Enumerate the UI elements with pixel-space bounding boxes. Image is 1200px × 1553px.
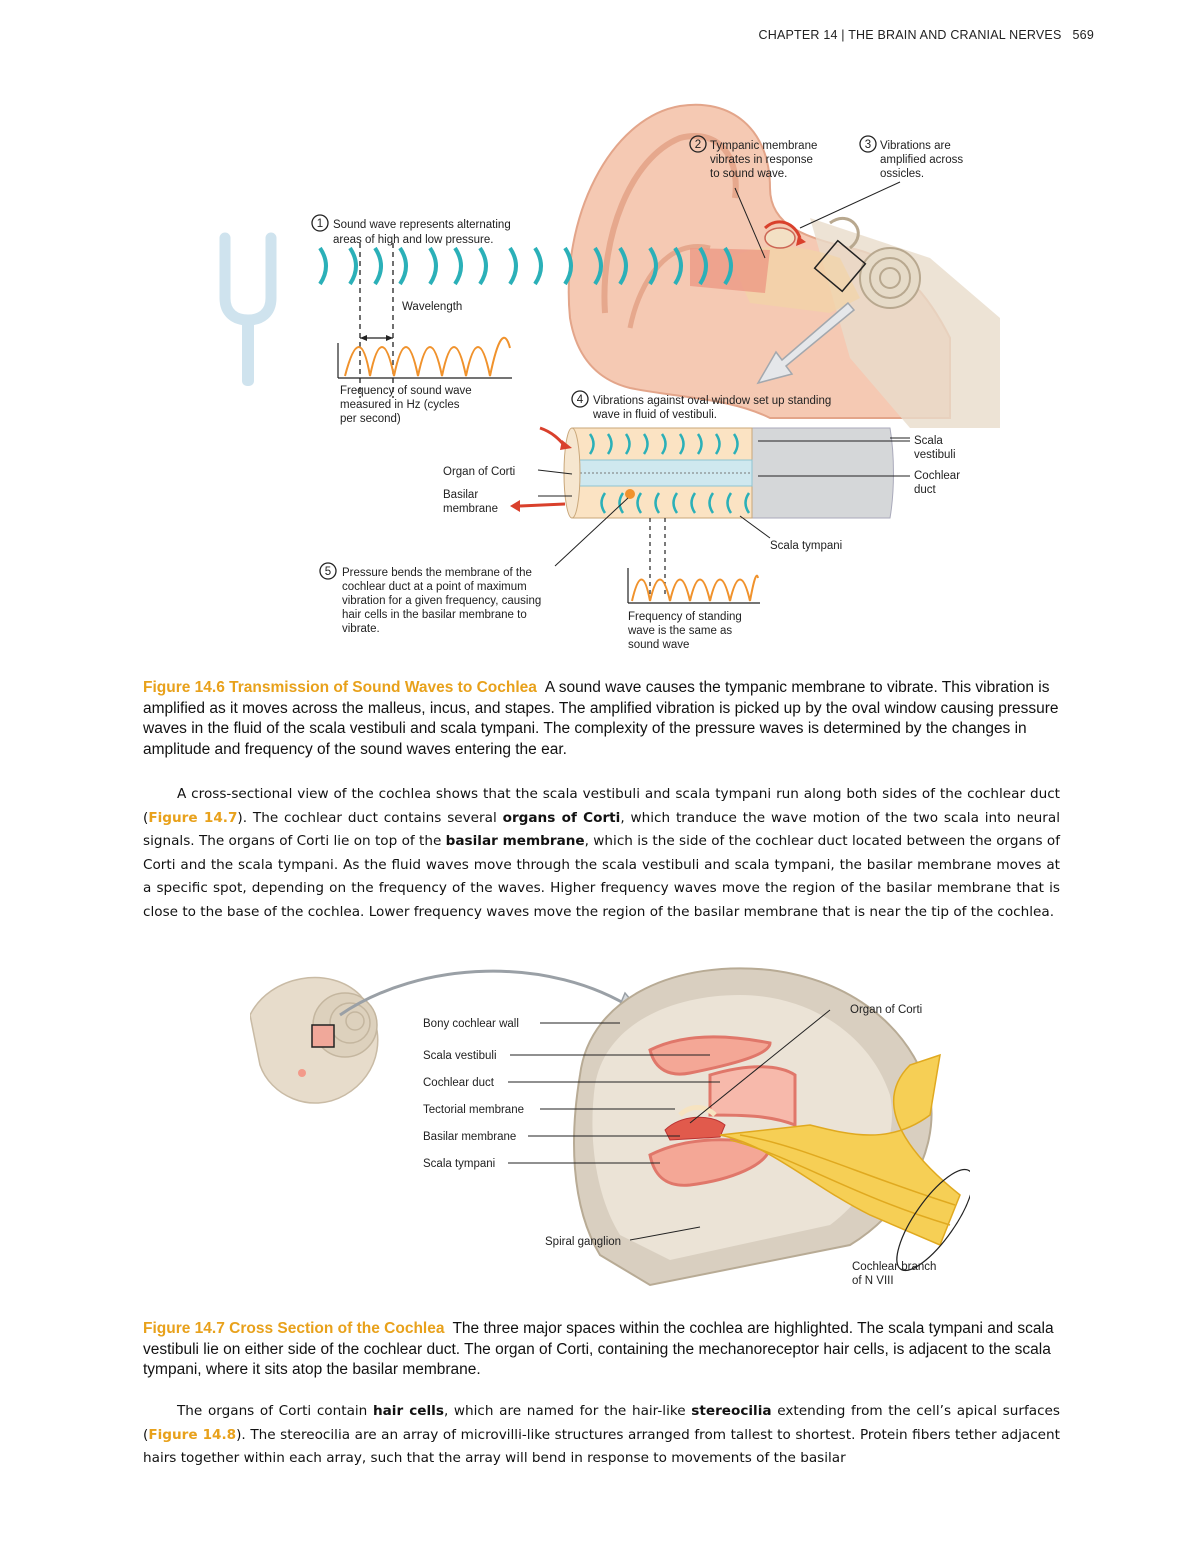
scala-vestibuli-line2: vestibuli [914,449,956,461]
step-4-line1: Vibrations against oval window set up st… [593,395,831,407]
step-5-line3: vibration for a given frequency, causing [342,595,541,607]
para1-text-1: A cross-sectional view of the cochlea sh… [143,786,1060,826]
figure-14-7-caption: Figure 14.7 Cross Section of the Cochlea… [143,1319,1060,1381]
step-1-line2: areas of high and low pressure. [333,234,493,246]
cochlear-duct-line1: Cochlear [914,470,960,482]
step-2-number: 2 [695,139,701,151]
wavelength-label: Wavelength [402,301,462,313]
scala-tympani-label: Scala tympani [770,540,842,552]
standing-wave-line1: Frequency of standing [628,611,742,623]
step-5-line2: cochlear duct at a point of maximum [342,581,527,593]
paragraph-hair-cells: The organs of Corti contain hair cells, … [143,1400,1060,1471]
standing-wave-graph: Frequency of standing wave is the same a… [627,568,760,651]
step-5-line5: vibrate. [342,623,380,635]
step-2-line1: Tympanic membrane [710,140,817,152]
bony-cochlear-wall-label: Bony cochlear wall [423,1018,519,1030]
step-5-marker [319,562,337,580]
figure-14-8-link[interactable]: Figure 14.8 [148,1426,237,1443]
paragraph-cochlea-cross-section: A cross-sectional view of the cochlea sh… [143,783,1060,925]
page-number: 569 [1072,28,1094,42]
standing-wave-line2: wave is the same as [627,625,732,637]
step-5-number: 5 [325,566,331,578]
step-3-number: 3 [865,139,871,151]
step-4-marker [571,390,589,408]
para1-text-3: , which tranduce the wave motion of the … [143,809,1060,850]
uncoiled-cochlea-diagram [510,426,910,598]
figure-14-7-caption-text: The three major spaces within the cochle… [143,1320,1054,1378]
chapter-title: CHAPTER 14 | THE BRAIN AND CRANIAL NERVE… [758,28,1062,42]
basilar-label-line1: Basilar [443,489,478,501]
para2-text-2: , which are named for the hair-like [443,1403,692,1419]
step-2-marker [689,135,707,153]
basilar-label-line2: membrane [443,503,498,515]
step-2-line3: to sound wave. [710,168,787,180]
cochlea-cross-section [573,967,970,1287]
figure-14-7-link[interactable]: Figure 14.7 [148,809,238,826]
term-stereocilia: stereocilia [691,1403,772,1419]
sound-wave-arcs [318,246,733,286]
term-basilar-membrane: basilar membrane [445,833,585,850]
standing-wave-line3: sound wave [628,639,689,651]
figure-14-6-label: Figure 14.6 Transmission of Sound Waves … [143,679,537,696]
term-hair-cells: hair cells [372,1403,444,1419]
step-3-line1: Vibrations are [880,140,951,152]
figure-14-6-caption-text: A sound wave causes the tympanic membran… [143,679,1059,758]
step-3-marker [859,135,877,153]
organ-of-corti-label-2: Organ of Corti [850,1004,922,1016]
figure-14-7-illustration: Bony cochlear wall Scala vestibuli Cochl… [250,967,970,1287]
tuning-fork-illustration [219,232,277,386]
freq-label-line2: measured in Hz (cycles [340,399,460,411]
step-5-line4: hair cells in the basilar membrane to [342,609,527,621]
step-1-number: 1 [317,218,323,230]
step-3-line2: amplified across [880,154,963,166]
basilar-membrane-label: Basilar membrane [423,1131,516,1143]
cochlear-branch-line2: of N VIII [852,1275,894,1287]
figure-14-7-label: Figure 14.7 Cross Section of the Cochlea [143,1320,445,1337]
cochlear-duct-label: Cochlear duct [423,1077,495,1089]
para1-text-4: , which is the side of the cochlear duct… [143,833,1060,920]
para1-text-2: ). The cochlear duct contains several [237,809,503,826]
scala-vestibuli-label: Scala vestibuli [423,1050,497,1062]
step-3-line3: ossicles. [880,168,924,180]
cochlear-branch-line1: Cochlear branch [852,1261,936,1273]
para2-text-3: extending from the cell’s apical surface… [143,1403,1061,1443]
freq-label-line3: per second) [340,413,401,425]
figure-14-6-caption: Figure 14.6 Transmission of Sound Waves … [143,678,1060,760]
step-5-line1: Pressure bends the membrane of the [342,567,532,579]
para2-text-4: ). The stereocilia are an array of micro… [143,1426,1060,1467]
small-cochlea-thumbnail [250,976,379,1104]
scala-tympani-label-2: Scala tympani [423,1158,495,1170]
term-organs-of-corti: organs of Corti [502,809,621,826]
sound-frequency-graph [337,336,512,379]
spiral-ganglion-label: Spiral ganglion [545,1236,621,1248]
step-4-number: 4 [577,394,584,406]
organ-of-corti-label: Organ of Corti [443,466,515,478]
cochlear-duct-line2: duct [914,484,937,496]
step-1-line1: Sound wave represents alternating [333,219,511,231]
ear-illustration [567,103,1000,428]
para2-text-1: The organs of Corti contain [177,1403,373,1419]
freq-label-line1: Frequency of sound wave [340,385,472,397]
step-1-marker [311,214,329,232]
zoom-arrow [756,301,856,385]
tectorial-membrane-label: Tectorial membrane [423,1104,524,1116]
step-4-line2: wave in fluid of vestibuli. [592,409,717,421]
step-2-line2: vibrates in response [710,154,813,166]
page-header: CHAPTER 14 | THE BRAIN AND CRANIAL NERVE… [759,28,1094,42]
figure-14-6-illustration: 1 Sound wave represents alternating area… [219,103,1000,651]
scala-vestibuli-line1: Scala [914,435,943,447]
